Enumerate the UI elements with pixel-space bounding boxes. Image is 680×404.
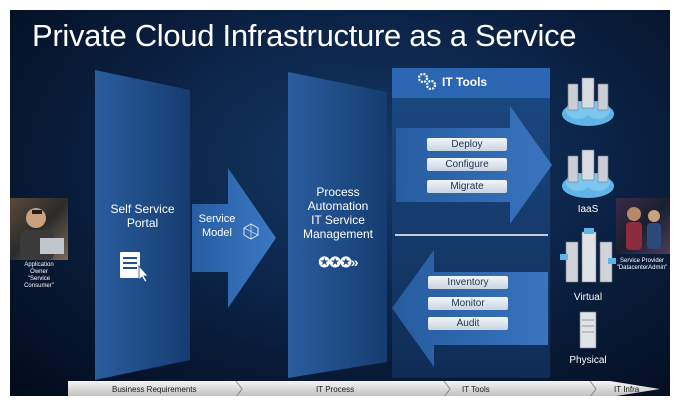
slide: Private Cloud Infrastructure as a Servic… (10, 10, 670, 396)
physical-label: Physical (569, 355, 607, 366)
process-panel (288, 72, 387, 378)
tools-header: IT Tools (442, 75, 488, 89)
service-model-arrow (192, 168, 276, 308)
bar-it-tools: IT Tools (462, 385, 490, 394)
cube-icon (242, 222, 260, 245)
slide-title: Private Cloud Infrastructure as a Servic… (32, 18, 577, 53)
iaas-label: IaaS (577, 204, 599, 215)
service-model-label: Service Model (198, 213, 236, 239)
portal-panel (95, 70, 190, 380)
gears-arrow-icon: ✪✪✪» (318, 254, 359, 270)
inventory-button[interactable]: Inventory (428, 276, 508, 289)
cloud-servers-icon (558, 74, 618, 135)
bar-it-process: IT Process (316, 385, 355, 394)
virtual-label: Virtual (573, 292, 603, 303)
virtual-servers-icon (560, 228, 616, 293)
monitor-button[interactable]: Monitor (428, 297, 508, 310)
tools-header-bg (392, 68, 550, 98)
deploy-button[interactable]: Deploy (427, 138, 507, 151)
configure-button[interactable]: Configure (427, 158, 507, 171)
iaas-cloud-icon (558, 146, 618, 207)
service-provider-photo (616, 198, 670, 254)
bar-business-requirements: Business Requirements (112, 385, 197, 394)
tools-gear-icon (416, 70, 438, 97)
physical-server-icon (576, 310, 600, 355)
application-owner-caption: Application Owner "Service Consumer" (24, 262, 54, 289)
portal-label: Self Service Portal (110, 202, 175, 230)
bar-it-infra: IT Infra (614, 385, 640, 394)
audit-button[interactable]: Audit (428, 317, 508, 330)
bottom-bar (68, 381, 660, 396)
person-icon (20, 208, 64, 260)
migrate-button[interactable]: Migrate (427, 180, 507, 193)
service-provider-caption: Service Provider "DatacenterAdmin" (616, 258, 668, 271)
application-owner-photo (10, 198, 68, 260)
portal-icon (118, 250, 154, 287)
process-label: Process Automation IT Service Management (302, 185, 374, 241)
people-icon (626, 207, 661, 250)
